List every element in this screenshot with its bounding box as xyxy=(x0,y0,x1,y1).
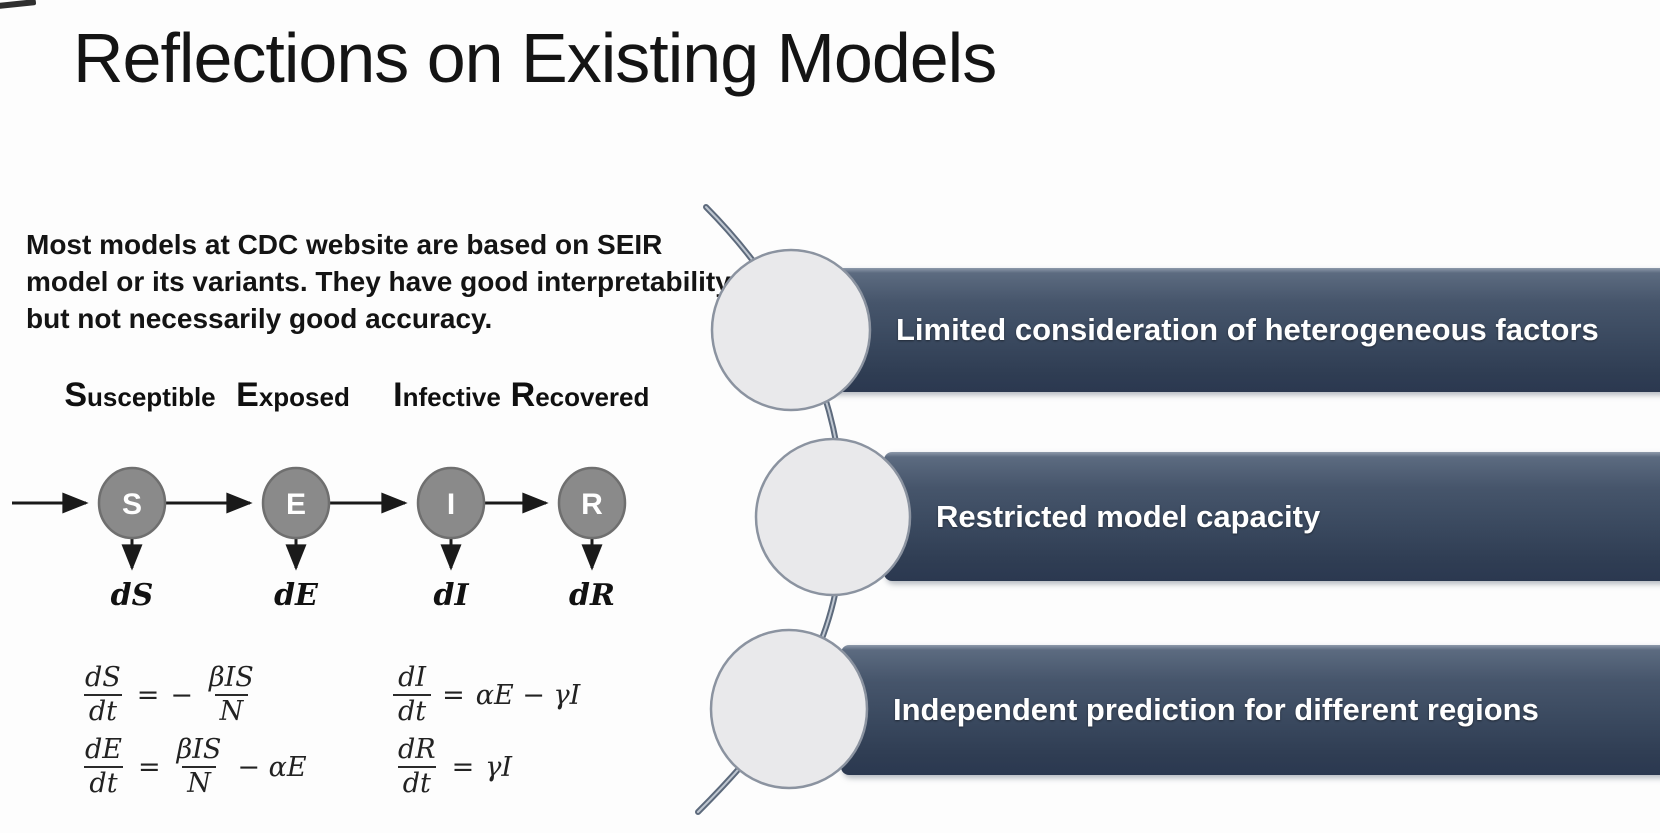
seir-label-rest: ecovered xyxy=(535,382,650,412)
seir-node-r-circle xyxy=(557,466,627,540)
deriv-dr: dR xyxy=(569,578,615,613)
issue-banner-2: Restricted model capacity xyxy=(884,452,1660,581)
seir-node-r-label: R xyxy=(581,488,603,521)
seir-label-rest: usceptible xyxy=(87,382,216,412)
frac-den: dt xyxy=(393,694,432,727)
deriv-ds: dS xyxy=(110,578,154,613)
issue-banner-3: Independent prediction for different reg… xyxy=(841,645,1660,775)
intro-paragraph: Most models at CDC website are based on … xyxy=(26,226,731,337)
seir-label-susceptible: Susceptible xyxy=(28,376,252,415)
frame-artifact xyxy=(0,0,37,9)
decor-circle-3 xyxy=(709,628,869,790)
deriv-di: dI xyxy=(433,578,469,613)
frac-num: βIS xyxy=(209,662,254,693)
seir-label-initial: S xyxy=(64,376,88,414)
seir-node-s-circle xyxy=(97,466,167,540)
frac-den: dt xyxy=(83,694,122,727)
equals-sign: = xyxy=(451,751,475,783)
seir-label-initial: R xyxy=(510,376,536,414)
seir-label-exposed: Exposed xyxy=(181,376,405,415)
equals-sign: = xyxy=(442,679,465,711)
frac-den: dt xyxy=(84,766,123,799)
equation-rhs: αE − γI xyxy=(475,679,581,711)
issue-label: Restricted model capacity xyxy=(936,498,1321,534)
minus-sign: − xyxy=(170,679,194,711)
issue-label: Limited consideration of heterogeneous f… xyxy=(896,312,1599,347)
equals-sign: = xyxy=(136,679,160,711)
intro-line: Most models at CDC website are based on … xyxy=(26,229,663,260)
seir-diagram: S E I R xyxy=(12,466,627,571)
seir-node-s-label: S xyxy=(122,488,142,521)
decor-circle-2 xyxy=(754,437,912,597)
seir-node-i-circle xyxy=(416,466,486,540)
deriv-de: dE xyxy=(274,578,318,613)
issue-label: Independent prediction for different reg… xyxy=(893,692,1539,727)
equation-tail: − αE xyxy=(237,751,307,783)
frac-num: dS xyxy=(85,662,121,693)
decor-circle-1 xyxy=(710,248,872,412)
equals-sign: = xyxy=(138,751,161,783)
seir-label-initial: I xyxy=(393,376,403,414)
page-title: Reflections on Existing Models xyxy=(73,19,997,97)
intro-line: but not necessarily good accuracy. xyxy=(26,303,493,334)
seir-node-e-circle xyxy=(261,466,331,540)
frac-den: N xyxy=(214,694,249,727)
seir-label-rest: xposed xyxy=(258,382,350,412)
frac-den: N xyxy=(182,766,216,799)
frac-num: dI xyxy=(398,662,427,693)
frac-num: βIS xyxy=(176,734,222,765)
frac-num: dE xyxy=(85,734,122,765)
seir-label-recovered: Recovered xyxy=(468,376,692,415)
intro-line: model or its variants. They have good in… xyxy=(26,266,731,297)
seir-label-infective: Infective xyxy=(335,376,559,415)
equation-rhs: γI xyxy=(485,751,513,783)
seir-node-i-label: I xyxy=(447,488,455,521)
frac-num: dR xyxy=(398,734,436,765)
frac-den: dt xyxy=(397,766,436,799)
issue-banner-1: Limited consideration of heterogeneous f… xyxy=(826,268,1660,392)
seir-label-initial: E xyxy=(236,376,259,414)
seir-label-rest: nfective xyxy=(402,382,501,412)
seir-node-e-label: E xyxy=(286,488,306,521)
decor-rod-and-circles xyxy=(695,204,912,815)
